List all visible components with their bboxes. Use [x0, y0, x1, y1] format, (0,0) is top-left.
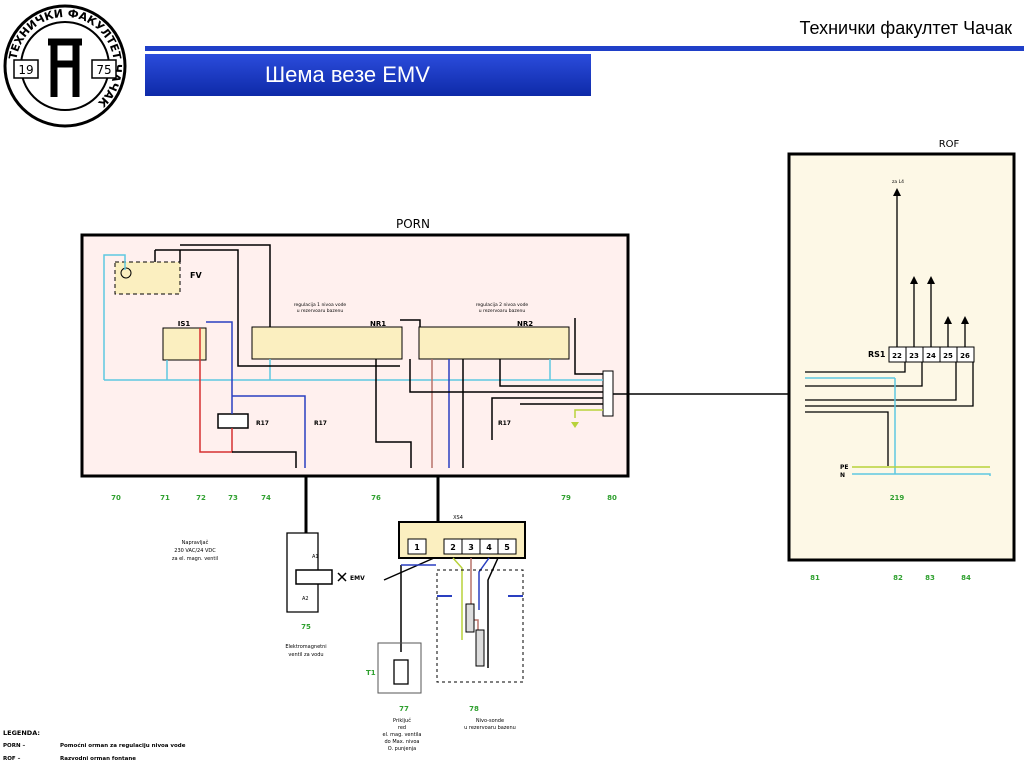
- column-number: 76: [371, 494, 381, 502]
- rs1-label: RS1: [868, 350, 886, 359]
- legend-text: Pomoćni orman za regulaciju nivoa vode: [60, 742, 186, 749]
- column-number: 78: [469, 705, 479, 713]
- t1-caption-1: Priključ: [393, 717, 411, 724]
- column-number: 72: [196, 494, 206, 502]
- t1-caption-3: el. mag. ventila: [383, 732, 422, 738]
- probe-1: [465, 603, 475, 633]
- column-number: 79: [561, 494, 571, 502]
- t1-caption-5: O. punjenja: [388, 746, 417, 752]
- valve-caption-1: Elektromagnetni: [285, 644, 326, 650]
- nr2-caption-2: u rezervoaru bazenu: [479, 308, 526, 314]
- t1-caption-4: do Max. nivoa: [385, 739, 420, 745]
- t1-contact: [393, 659, 409, 685]
- nr1-box: [251, 326, 403, 360]
- column-number: 70: [111, 494, 121, 502]
- xs4-label: XS4: [453, 515, 463, 521]
- logo-year-right: 75: [96, 63, 111, 77]
- probe-frame: [436, 569, 524, 683]
- column-number: 77: [399, 705, 409, 713]
- header-rule: [145, 46, 1024, 51]
- column-number: 80: [607, 494, 617, 502]
- probe-2: [475, 629, 485, 667]
- supply-note-3: za el. magn. ventil: [172, 556, 218, 562]
- porn-terminal-strip: [602, 370, 614, 417]
- rof-ref: 219: [890, 494, 905, 502]
- legend-code: ROF –: [3, 756, 21, 762]
- valve-icon: [337, 572, 347, 582]
- slide-title: Шема везе EMV: [265, 62, 430, 87]
- logo-year-left: 19: [18, 63, 33, 77]
- emv-a1: A1: [312, 554, 319, 560]
- legend-code: PORN –: [3, 743, 25, 749]
- nr1-label: NR1: [370, 320, 386, 328]
- rs1-terminals: [888, 346, 975, 363]
- xs4-terminal: 3: [468, 543, 474, 552]
- column-number: 83: [925, 574, 935, 582]
- emv-coil: [295, 569, 333, 585]
- nr1-caption-1: regulacija 1 nivoa vode: [294, 302, 347, 308]
- column-number: 74: [261, 494, 271, 502]
- supply-note-1: Napravljač: [182, 539, 209, 546]
- rof-top-label: za L4: [892, 179, 904, 185]
- supply-note-2: 230 VAC/24 VDC: [174, 548, 216, 554]
- faculty-logo: ТЕХНИЧКИ ФАКУЛТЕТ ЧАЧАК 19 75: [3, 4, 127, 128]
- rs1-terminal: 24: [926, 352, 936, 360]
- fv-label: FV: [190, 271, 202, 280]
- nr2-caption-1: regulacija 2 nivoa vode: [476, 302, 529, 308]
- nr1-caption-2: u rezervoaru bazenu: [297, 308, 344, 314]
- xs4-terminal: 5: [504, 543, 510, 552]
- is1-label: IS1: [178, 320, 191, 328]
- xs4-terminal: 1: [414, 543, 420, 552]
- emv-frame: [286, 532, 319, 613]
- t1-frame: [377, 642, 422, 694]
- fv-lamp-icon: [120, 267, 132, 279]
- valve-caption-2: ventil za vodu: [288, 652, 323, 658]
- r17-coil-label: R17: [256, 420, 269, 427]
- xs4-terminal: 4: [486, 543, 492, 552]
- column-number: 73: [228, 494, 238, 502]
- r17-contact-label: R17: [314, 420, 327, 427]
- r17-contact2-label: R17: [498, 420, 511, 427]
- porn-panel-title: PORN: [396, 217, 430, 231]
- rs1-terminal: 26: [960, 352, 970, 360]
- n-label: N: [840, 472, 845, 479]
- legend-text: Razvodni orman fontane: [60, 756, 136, 762]
- column-number: 84: [961, 574, 971, 582]
- is1-box: [162, 327, 207, 361]
- rof-panel-title: ROF: [939, 139, 960, 150]
- t1-label: T1: [366, 669, 376, 677]
- r17-coil: [217, 413, 249, 429]
- column-number: 81: [810, 574, 820, 582]
- nr2-box: [418, 326, 570, 360]
- xs4-terminals: [407, 538, 517, 555]
- nr2-label: NR2: [517, 320, 533, 328]
- probe-caption-1: Nivo-sonde: [476, 718, 504, 724]
- title-bar: Шема везе EMV: [145, 54, 591, 96]
- column-number: 75: [301, 623, 311, 631]
- rs1-terminal: 25: [943, 352, 953, 360]
- probe-caption-2: u rezervoaru bazenu: [464, 725, 516, 731]
- faculty-name: Технички факултет Чачак: [799, 18, 1012, 38]
- column-number: 82: [893, 574, 903, 582]
- xs4-terminal: 2: [450, 543, 456, 552]
- rs1-terminal: 23: [909, 352, 919, 360]
- column-number: 71: [160, 494, 170, 502]
- pe-label: PE: [840, 464, 849, 471]
- rof-panel: [787, 152, 1016, 562]
- rs1-terminal: 22: [892, 352, 902, 360]
- t1-caption-2: red: [398, 725, 406, 731]
- emv-label: EMV: [350, 575, 365, 582]
- emv-a2: A2: [302, 596, 309, 602]
- legend-title: LEGENDA:: [3, 729, 40, 737]
